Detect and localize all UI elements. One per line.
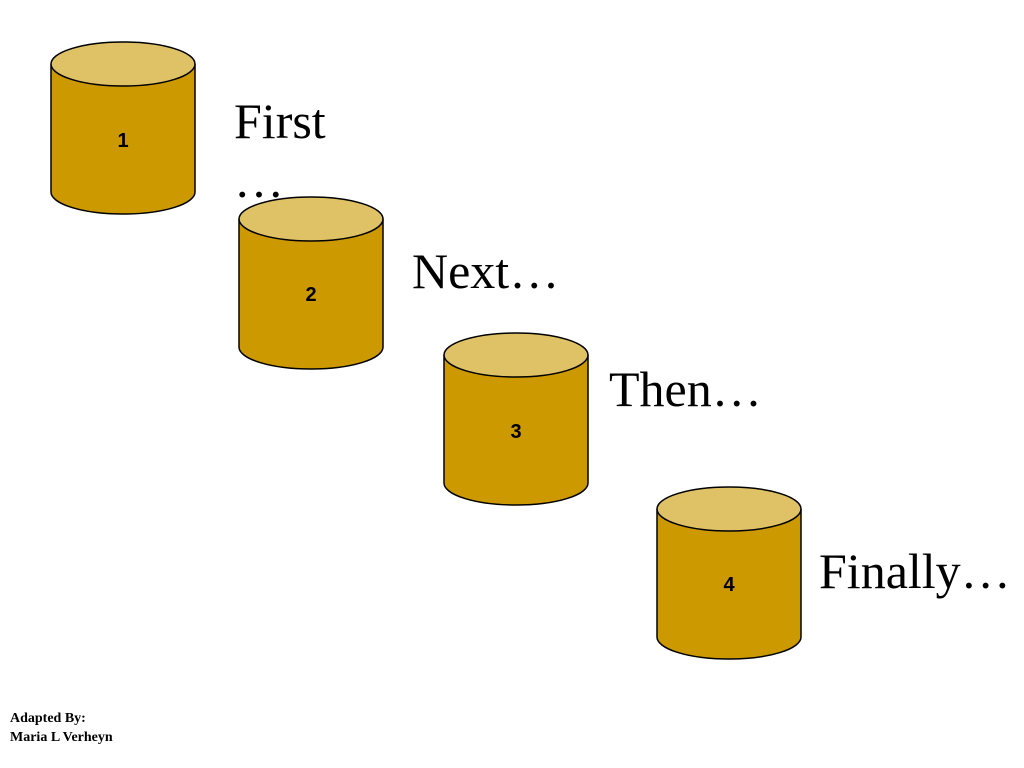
credit: Adapted By: Maria L Verheyn bbox=[10, 709, 113, 747]
cylinder-number: 2 bbox=[305, 284, 316, 306]
step-label-first: First … bbox=[234, 93, 326, 208]
cylinder-4: 4 bbox=[655, 485, 805, 661]
cylinder-2: 2 bbox=[237, 195, 387, 371]
step-label-next: Next… bbox=[412, 243, 560, 299]
credit-line-1: Adapted By: bbox=[10, 711, 86, 726]
cylinder-number: 4 bbox=[723, 574, 735, 596]
cylinder-number: 1 bbox=[117, 130, 128, 152]
cylinder-number: 3 bbox=[510, 421, 521, 443]
credit-line-2: Maria L Verheyn bbox=[10, 730, 113, 745]
cylinder-1: 1 bbox=[49, 40, 199, 216]
cylinder-3: 3 bbox=[442, 331, 592, 507]
step-label-finally: Finally… bbox=[819, 543, 1011, 599]
step-label-then: Then… bbox=[609, 361, 762, 417]
